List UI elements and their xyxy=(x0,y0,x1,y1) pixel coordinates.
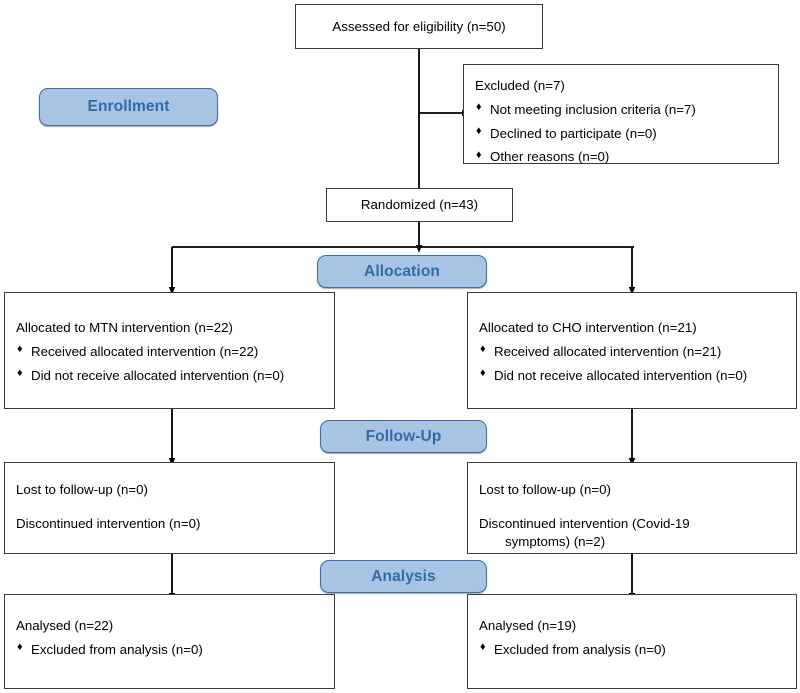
diamond-bullet-icon: ♦ xyxy=(480,641,486,654)
stage-label-allocation: Allocation xyxy=(317,255,487,288)
node-allocated-mtn-title: Allocated to MTN intervention (n=22) xyxy=(16,320,233,335)
stage-follow-up-text: Follow-Up xyxy=(365,427,442,445)
list-item: ♦ Excluded from analysis (n=0) xyxy=(16,641,324,659)
stage-allocation-text: Allocation xyxy=(364,262,440,280)
node-analysed-mtn-list: ♦ Excluded from analysis (n=0) xyxy=(16,641,324,659)
list-item: ♦ Did not receive allocated intervention… xyxy=(16,367,324,385)
node-assessed-for-eligibility: Assessed for eligibility (n=50) xyxy=(295,4,543,49)
list-item-label: Other reasons (n=0) xyxy=(490,149,610,165)
node-followup-cho: Lost to follow-up (n=0) Discontinued int… xyxy=(467,462,797,554)
diamond-bullet-icon: ♦ xyxy=(476,148,482,161)
node-randomized-title: Randomized (n=43) xyxy=(360,197,479,213)
node-excluded: Excluded (n=7) ♦ Not meeting inclusion c… xyxy=(463,64,779,164)
stage-label-follow-up: Follow-Up xyxy=(320,420,487,453)
node-analysed-cho-title: Analysed (n=19) xyxy=(479,618,577,633)
list-item: ♦ Received allocated intervention (n=22) xyxy=(16,343,324,361)
node-followup-cho-discontinued: Discontinued intervention (Covid-19 xyxy=(479,515,690,531)
diamond-bullet-icon: ♦ xyxy=(17,367,23,380)
diamond-bullet-icon: ♦ xyxy=(17,343,23,356)
node-analysed-mtn: Analysed (n=22) ♦ Excluded from analysis… xyxy=(4,594,335,689)
node-allocated-cho: Allocated to CHO intervention (n=21) ♦ R… xyxy=(467,292,797,409)
list-item: ♦ Did not receive allocated intervention… xyxy=(479,367,786,385)
list-item: ♦ Declined to participate (n=0) xyxy=(475,125,768,143)
list-item-label: Did not receive allocated intervention (… xyxy=(31,367,285,383)
node-assessed-title: Assessed for eligibility (n=50) xyxy=(332,18,506,34)
node-randomized: Randomized (n=43) xyxy=(326,188,513,222)
node-allocated-mtn-list: ♦ Received allocated intervention (n=22)… xyxy=(16,343,324,385)
stage-label-enrollment: Enrollment xyxy=(39,88,218,126)
node-excluded-title: Excluded (n=7) xyxy=(475,78,565,93)
list-item: ♦ Other reasons (n=0) xyxy=(475,148,768,166)
node-allocated-cho-title: Allocated to CHO intervention (n=21) xyxy=(479,320,697,335)
stage-enrollment-text: Enrollment xyxy=(87,98,170,115)
node-allocated-mtn: Allocated to MTN intervention (n=22) ♦ R… xyxy=(4,292,335,409)
list-item-label: Received allocated intervention (n=22) xyxy=(31,343,259,359)
list-item-label: Received allocated intervention (n=21) xyxy=(494,343,722,359)
diamond-bullet-icon: ♦ xyxy=(480,367,486,380)
list-item-label: Excluded from analysis (n=0) xyxy=(31,641,203,657)
node-followup-cho-lost: Lost to follow-up (n=0) xyxy=(479,482,611,497)
diamond-bullet-icon: ♦ xyxy=(476,125,482,138)
node-analysed-cho: Analysed (n=19) ♦ Excluded from analysis… xyxy=(467,594,797,689)
node-followup-mtn-lost: Lost to follow-up (n=0) xyxy=(16,482,148,497)
node-allocated-cho-list: ♦ Received allocated intervention (n=21)… xyxy=(479,343,786,385)
node-followup-mtn-discontinued: Discontinued intervention (n=0) xyxy=(16,515,201,531)
list-item: ♦ Excluded from analysis (n=0) xyxy=(479,641,786,659)
node-analysed-cho-list: ♦ Excluded from analysis (n=0) xyxy=(479,641,786,659)
node-excluded-list: ♦ Not meeting inclusion criteria (n=7) ♦… xyxy=(475,101,768,166)
list-item: ♦ Received allocated intervention (n=21) xyxy=(479,343,786,361)
node-followup-cho-discontinued-cont: symptoms) (n=2) xyxy=(505,533,606,549)
node-analysed-mtn-title: Analysed (n=22) xyxy=(16,618,114,633)
diamond-bullet-icon: ♦ xyxy=(480,343,486,356)
list-item-label: Did not receive allocated intervention (… xyxy=(494,367,748,383)
node-followup-mtn: Lost to follow-up (n=0) Discontinued int… xyxy=(4,462,335,554)
diamond-bullet-icon: ♦ xyxy=(476,101,482,114)
diamond-bullet-icon: ♦ xyxy=(17,641,23,654)
list-item-label: Declined to participate (n=0) xyxy=(490,125,657,141)
list-item-label: Excluded from analysis (n=0) xyxy=(494,641,666,657)
stage-label-analysis: Analysis xyxy=(320,560,487,593)
list-item: ♦ Not meeting inclusion criteria (n=7) xyxy=(475,101,768,119)
list-item-label: Not meeting inclusion criteria (n=7) xyxy=(490,101,696,117)
stage-analysis-text: Analysis xyxy=(371,567,436,585)
